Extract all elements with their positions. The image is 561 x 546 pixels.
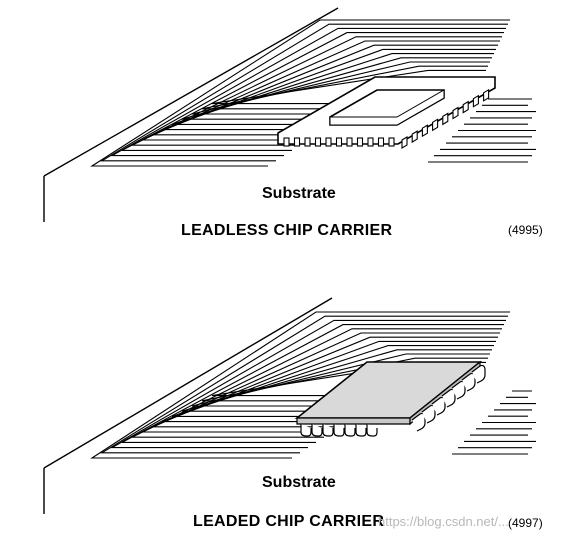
substrate-trace: [131, 36, 502, 146]
substrate-trace: [121, 324, 504, 443]
j-lead: [355, 424, 367, 437]
leadless-substrate-edges: [43, 7, 339, 222]
substrate-trace: [109, 27, 506, 157]
castellation-pad: [388, 137, 395, 147]
substrate-label: Substrate: [262, 474, 336, 491]
leaded-chip-carrier: [294, 360, 486, 437]
substrate-trace: [90, 19, 510, 167]
substrate-trace: [191, 61, 490, 115]
substrate-trace: [161, 48, 496, 131]
j-lead: [461, 372, 476, 392]
substrate-trace: [141, 40, 500, 141]
castellation-pad: [411, 130, 418, 144]
castellation-pad: [346, 137, 353, 147]
substrate-trace: [100, 315, 508, 454]
substrate-trace: [181, 57, 492, 120]
diagram-title: LEADED CHIP CARRIER: [193, 513, 385, 530]
substrate-trace: [100, 23, 508, 162]
j-lead: [451, 380, 466, 400]
leaded-substrate-traces: [90, 311, 536, 459]
castellation-pad: [367, 137, 374, 147]
j-lead: [322, 424, 334, 437]
castellation-pad: [401, 136, 408, 149]
substrate-trace: [109, 319, 506, 449]
substrate-trace: [181, 349, 492, 412]
substrate-trace: [171, 345, 494, 417]
j-lead: [311, 424, 323, 437]
substrate-trace: [90, 311, 510, 459]
j-lead: [431, 396, 446, 416]
castellation-pad: [304, 137, 311, 147]
castellation-pad: [452, 106, 459, 120]
leaded-substrate-edges: [43, 297, 333, 514]
substrate-label: Substrate: [262, 185, 336, 202]
substrate-trace: [201, 65, 488, 110]
j-lead: [421, 404, 436, 424]
substrate-trace: [161, 340, 496, 423]
substrate-trace: [151, 336, 498, 428]
j-lead: [300, 424, 312, 437]
castellation-pad: [483, 88, 490, 102]
castellation-pad: [462, 100, 469, 114]
castellation-pad: [472, 94, 479, 108]
diagram-title: LEADLESS CHIP CARRIER: [181, 222, 393, 239]
castellation-pad: [335, 137, 343, 147]
substrate-trace: [211, 69, 486, 105]
castellation-pad: [356, 137, 364, 147]
castellation-pad: [293, 137, 301, 147]
substrate-trace: [151, 44, 498, 136]
castellation-pad: [314, 137, 322, 147]
j-lead: [441, 388, 456, 408]
substrate-trace: [131, 328, 502, 438]
j-lead: [333, 424, 345, 437]
castellation-pad: [442, 112, 449, 126]
castellation-pad: [325, 137, 332, 147]
j-lead: [366, 424, 378, 437]
substrate-trace: [201, 357, 488, 402]
leadless-chip-carrier: [277, 76, 496, 149]
j-lead: [411, 412, 426, 432]
leadless-substrate-traces: [90, 19, 536, 167]
castellation-pad: [432, 118, 439, 132]
substrate-trace: [191, 353, 490, 407]
j-lead: [344, 424, 356, 437]
substrate-trace: [121, 32, 504, 151]
watermark-text: https://blog.csdn.net/...: [378, 514, 509, 529]
figure-number: (4995): [508, 223, 543, 237]
substrate-trace: [171, 53, 494, 125]
figure-number: (4997): [508, 516, 543, 530]
j-lead: [471, 364, 486, 384]
castellation-pad: [283, 137, 290, 147]
castellation-pad: [377, 137, 385, 147]
substrate-trace: [141, 332, 500, 433]
castellation-pad: [421, 124, 428, 138]
